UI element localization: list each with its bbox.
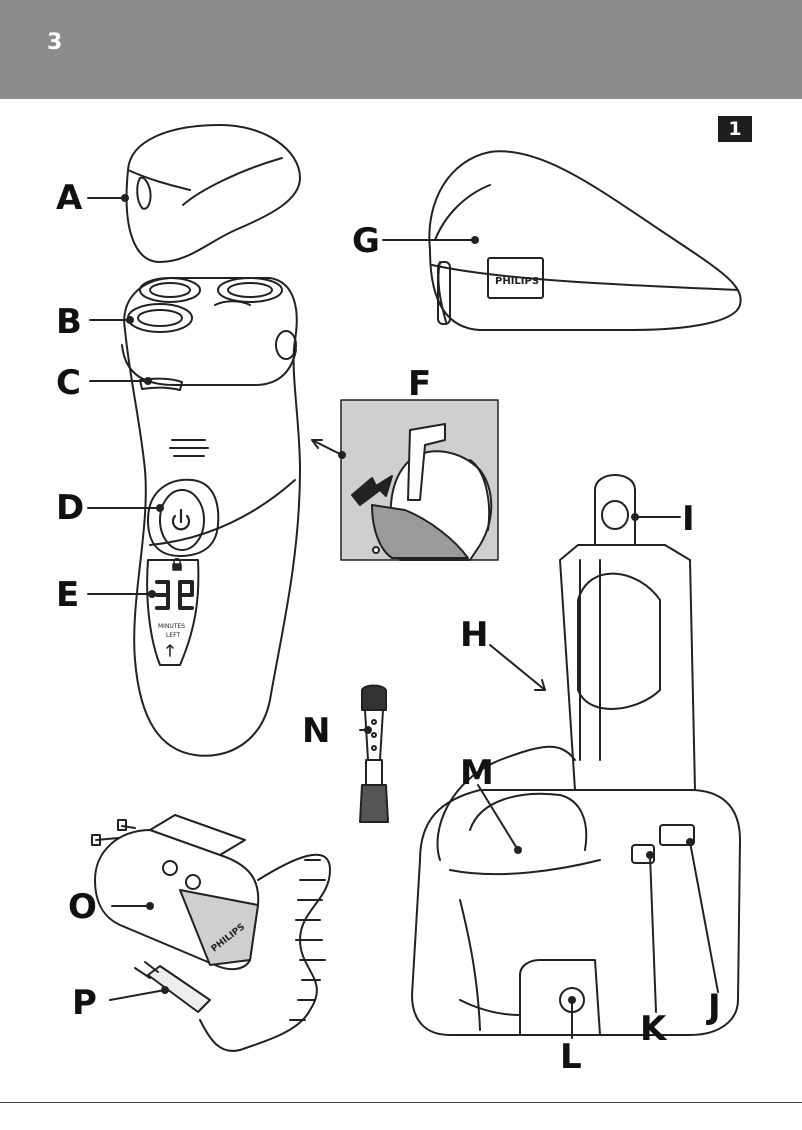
page-header: 3	[0, 0, 802, 99]
callout-m: M	[460, 753, 494, 793]
callout-d: D	[56, 488, 85, 528]
figure-number-badge: 1	[718, 116, 752, 142]
footer-rule	[0, 1102, 802, 1103]
trimmer-detail	[340, 399, 499, 561]
power-icon	[171, 508, 191, 531]
callout-f: F	[408, 364, 432, 404]
callout-h: H	[460, 615, 489, 655]
callout-k: K	[640, 1009, 667, 1049]
travel-pouch	[382, 150, 742, 331]
page-number: 3	[47, 30, 63, 55]
callout-l: L	[560, 1037, 582, 1077]
jet-clean-system	[411, 474, 741, 1036]
appliance-plug	[109, 961, 211, 1013]
shaver-body	[121, 277, 301, 757]
minutes-label: MINUTES	[158, 623, 185, 630]
callout-i: I	[682, 499, 695, 539]
callout-b: B	[56, 302, 82, 342]
lock-icon	[172, 558, 182, 571]
callout-a: A	[56, 178, 83, 218]
digit-display	[155, 580, 194, 610]
callout-p: P	[72, 983, 97, 1023]
callout-j: J	[708, 987, 721, 1027]
cleaning-brush	[359, 684, 389, 823]
callout-g: G	[352, 221, 380, 261]
left-label: LEFT	[166, 632, 180, 639]
pouch-logo: PHILIPS	[495, 276, 539, 287]
callout-o: O	[68, 887, 97, 927]
callout-e: E	[56, 575, 80, 615]
callout-n: N	[302, 711, 331, 751]
plug-symbol-icon	[166, 644, 174, 657]
protection-cap	[87, 124, 301, 263]
callout-c: C	[56, 363, 81, 403]
power-adapter	[91, 814, 331, 1052]
